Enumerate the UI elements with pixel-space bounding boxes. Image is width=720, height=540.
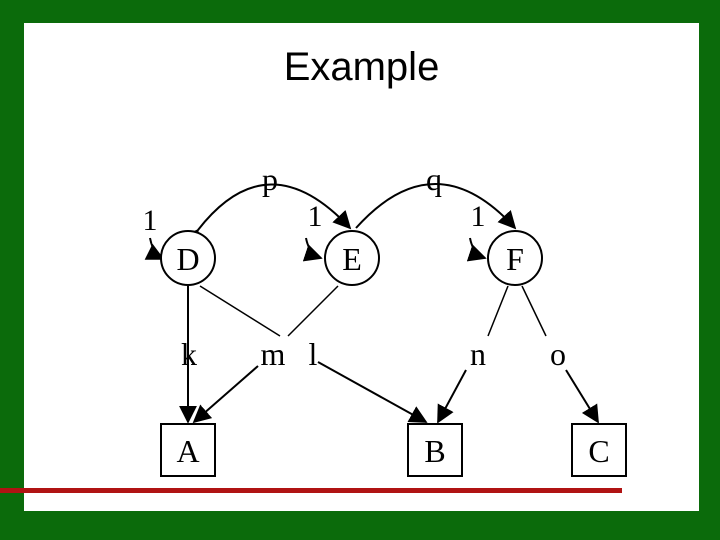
edge-n-upper xyxy=(487,285,509,337)
edge-l-lower xyxy=(317,361,428,423)
node-e-circle xyxy=(324,230,380,286)
edge-o-upper xyxy=(521,285,547,337)
node-a-label: A xyxy=(176,433,199,469)
edge-label-n: n xyxy=(470,336,486,372)
node-b-box xyxy=(407,423,463,477)
edge-m-upper xyxy=(287,285,339,337)
edge-label-q: q xyxy=(426,161,442,197)
edge-label-m: m xyxy=(261,336,286,372)
edge-label-self-f: 1 xyxy=(471,200,486,233)
edge-label-self-e: 1 xyxy=(308,200,323,233)
edge-label-self-d: 1 xyxy=(143,204,158,237)
node-b-label: B xyxy=(424,433,445,469)
edge-l-upper xyxy=(199,285,281,337)
edge-o-lower xyxy=(565,369,599,424)
edge-label-l: l xyxy=(309,336,318,372)
node-a-box xyxy=(160,423,216,477)
node-e-label: E xyxy=(342,241,362,277)
edge-n-lower xyxy=(437,369,467,424)
edge-self-f xyxy=(466,237,487,262)
edge-label-o: o xyxy=(550,336,566,372)
slide-title: Example xyxy=(283,45,440,89)
edge-label-p: p xyxy=(262,161,278,197)
node-d-circle xyxy=(160,230,216,286)
node-c-label: C xyxy=(588,433,609,469)
node-d-label: D xyxy=(176,241,199,277)
node-f-label: F xyxy=(506,241,524,277)
accent-rule xyxy=(0,488,622,493)
edge-label-k: k xyxy=(181,336,197,372)
node-c-box xyxy=(571,423,627,477)
edge-q xyxy=(355,183,517,230)
edge-p xyxy=(180,183,352,249)
node-f-circle xyxy=(487,230,543,286)
edge-m-lower xyxy=(192,365,259,424)
edge-self-e xyxy=(302,237,323,262)
